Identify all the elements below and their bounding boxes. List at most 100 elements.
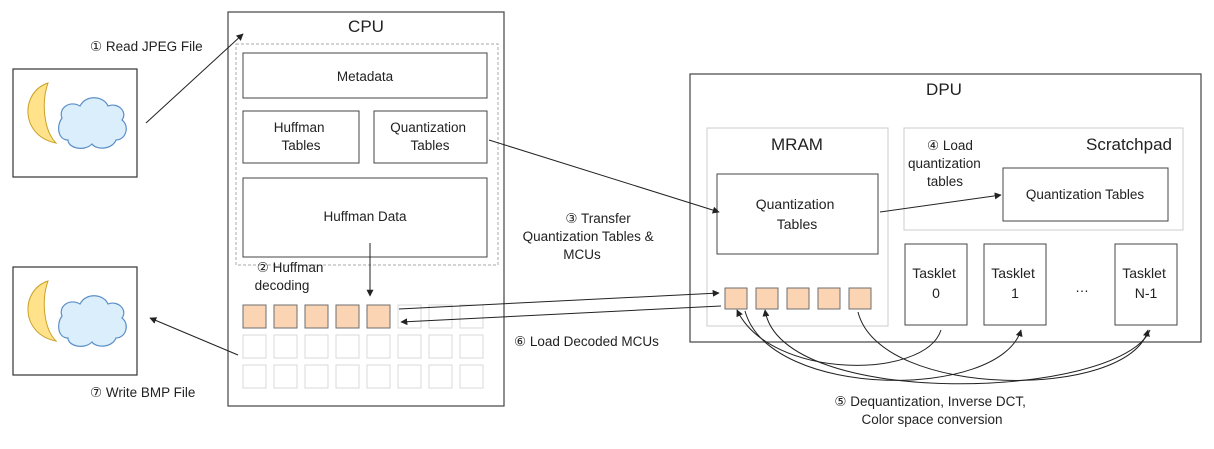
arrow-tasklet0-to-mcu: [736, 309, 942, 366]
mcu-cell-empty: [304, 334, 329, 359]
mcu-cell-decoded: [366, 304, 391, 329]
metadata-box: [242, 52, 488, 99]
arrow-load-decoded: [400, 305, 722, 326]
mcu-cell-decoded: [273, 304, 298, 329]
jpeg-image-icon: [12, 68, 138, 178]
step1-label: ① Read JPEG File: [90, 39, 203, 54]
mram-quantization-tables-label: Quantization Tables: [756, 196, 839, 232]
tasklet-n-1-line2: N-1: [1135, 285, 1158, 301]
cpu-quantization-tables-box: [373, 110, 488, 164]
cpu-quantization-tables-line1: Quantization: [390, 120, 466, 135]
mcu-cell-empty: [335, 334, 360, 359]
tasklet-0-box: [904, 243, 968, 326]
arrow-mcu-to-tasklet-n-1: [857, 311, 1150, 381]
step4-line1: ④ Load: [927, 138, 973, 153]
tasklet-1-box: [983, 243, 1047, 326]
mcu-cell-decoded: [304, 304, 329, 329]
tasklet-ellipsis: …: [1075, 279, 1089, 295]
cpu-dashed-region: [235, 43, 499, 266]
mcu-cell-empty: [273, 334, 298, 359]
bmp-image-icon: [12, 266, 138, 376]
mram-mcu-cell: [817, 287, 841, 310]
scratchpad-quantization-tables-box: [1002, 167, 1169, 222]
step3-line2: Quantization Tables &: [523, 229, 654, 244]
dpu-box: DPU MRAM Quantization Tables Scratchpad …: [689, 73, 1202, 343]
arrow-transfer-mcus: [398, 289, 720, 310]
huffman-data-box: [242, 177, 488, 258]
mcu-cell-decoded: [335, 304, 360, 329]
arrow-transfer-quant: [488, 139, 720, 214]
step5-label: ⑤ Dequantization, Inverse DCT, Color spa…: [834, 394, 1029, 427]
mcu-cell-empty: [428, 334, 453, 359]
tasklet-n-1-box: [1114, 243, 1178, 326]
metadata-label: Metadata: [337, 69, 394, 84]
tasklet-0-line2: 0: [932, 285, 940, 301]
huffman-data-label: Huffman Data: [323, 209, 407, 224]
dpu-title: DPU: [926, 80, 962, 99]
scratchpad-quantization-tables-label: Quantization Tables: [1026, 187, 1145, 202]
cloud-icon: [58, 295, 127, 347]
moon-icon: [27, 82, 58, 144]
scratchpad-title: Scratchpad: [1086, 135, 1172, 154]
huffman-tables-line2: Tables: [281, 138, 320, 153]
step3-line3: MCUs: [563, 247, 601, 262]
mram-region: [706, 127, 889, 327]
huffman-tables-box: [242, 110, 360, 164]
step2-line1: ② Huffman: [257, 260, 324, 275]
tasklet-n-1-label: Tasklet N-1: [1122, 265, 1169, 301]
huffman-tables-line1: Huffman: [274, 120, 325, 135]
mcu-cell-empty: [459, 334, 484, 359]
tasklet-1-line1: Tasklet: [991, 265, 1035, 281]
mram-quantization-tables-line2: Tables: [777, 216, 817, 232]
tasklet-n-1-line1: Tasklet: [1122, 265, 1166, 281]
mram-mcu-cell: [724, 287, 748, 310]
step5-line2: Color space conversion: [861, 412, 1002, 427]
mram-title: MRAM: [771, 135, 823, 154]
step5-line1: ⑤ Dequantization, Inverse DCT,: [834, 394, 1025, 409]
arrow-write-bmp: [149, 317, 239, 356]
mcu-cell-empty: [459, 304, 484, 329]
mcu-cell-empty: [242, 334, 267, 359]
mram-mcu-cell: [755, 287, 779, 310]
cpu-title: CPU: [348, 17, 384, 36]
mcu-cell-empty: [335, 364, 360, 389]
cpu-box: CPU Metadata Huffman Tables Quantization…: [227, 11, 505, 407]
huffman-tables-label: Huffman Tables: [274, 120, 329, 153]
tasklet-0-label: Tasklet 0: [912, 265, 959, 301]
mram-mcu-cell: [848, 287, 872, 310]
arrow-mcu-to-tasklet1: [744, 310, 1023, 381]
mcu-cell-empty: [397, 334, 422, 359]
arrow-tasklet-n-1-to-mcu: [762, 309, 1151, 385]
mcu-cell-empty: [428, 364, 453, 389]
step2-label: ② Huffman decoding: [255, 260, 328, 293]
mram-quantization-tables-line1: Quantization: [756, 196, 835, 212]
cpu-quantization-tables-line2: Tables: [410, 138, 449, 153]
tasklet-1-line2: 1: [1011, 285, 1019, 301]
mram-mcu-cell: [786, 287, 810, 310]
moon-icon: [27, 280, 58, 342]
cpu-mcu-grid: [242, 304, 484, 389]
cloud-icon: [58, 97, 127, 149]
mcu-cell-empty: [428, 304, 453, 329]
scratchpad-region: [903, 127, 1184, 231]
arrows: [145, 33, 1151, 385]
step4-line2: quantization: [908, 156, 981, 171]
arrow-read-jpeg: [145, 33, 244, 124]
cpu-quantization-tables-label: Quantization Tables: [390, 120, 470, 153]
mcu-cell-empty: [397, 364, 422, 389]
step2-line2: decoding: [255, 278, 310, 293]
tasklet-0-line1: Tasklet: [912, 265, 956, 281]
mcu-cell-empty: [366, 334, 391, 359]
tasklet-1-label: Tasklet 1: [991, 265, 1038, 301]
step4-label: ④ Load quantization tables: [908, 138, 985, 189]
step7-label: ⑦ Write BMP File: [90, 385, 195, 400]
mram-quantization-tables-box: [716, 173, 879, 255]
step3-line1: ③ Transfer: [565, 211, 631, 226]
mcu-cell-empty: [459, 364, 484, 389]
arrow-load-quant-scratchpad: [879, 192, 1002, 213]
mcu-cell-empty: [242, 364, 267, 389]
mcu-cell-empty: [273, 364, 298, 389]
mcu-cell-empty: [366, 364, 391, 389]
mram-mcu-row: [724, 287, 872, 310]
